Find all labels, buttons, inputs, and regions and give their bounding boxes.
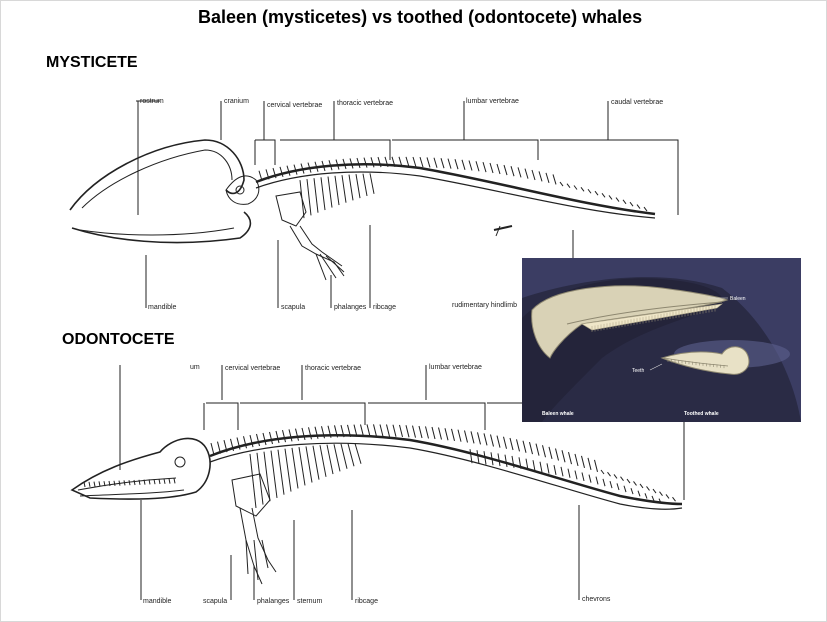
mysticete-skeleton [69,139,656,281]
label-cervical: cervical vertebrae [267,102,322,109]
label-ribcage: ribcage [373,304,396,311]
label-chevrons: chevrons [582,596,611,603]
label-rostrum: rostrum [140,98,164,105]
odontocete-skeleton [70,424,683,585]
label-lumbar: lumbar vertebrae [429,364,482,371]
inset-baleen-whale: Baleen whale [542,411,574,417]
label-scapula: scapula [281,304,305,311]
label-phalanges: phalanges [257,598,290,605]
label-mandible: mandible [148,304,177,311]
label-cervical: cervical vertebrae [225,365,280,372]
inset-toothed-whale: Toothed whale [684,411,719,417]
label-caudal: caudal vertebrae [611,99,663,106]
page-title: Baleen (mysticetes) vs toothed (odontoce… [198,7,643,27]
label-lumbar: lumbar vertebrae [466,98,519,105]
odontocete-heading: ODONTOCETE [58,331,179,349]
inset-baleen-label: Baleen [730,296,746,302]
label-ribcage: ribcage [355,598,378,605]
label-cranium: cranium [224,98,249,105]
label-scapula: scapula [203,598,227,605]
mysticete-heading: MYSTICETE [44,54,140,72]
mysticete-labels: rostrum cranium cervical vertebrae thora… [140,98,663,311]
label-mandible: mandible [143,598,172,605]
label-thoracic: thoracic vertebrae [305,365,361,372]
inset-illustration: Baleen Teeth Baleen whale Toothed whale [522,258,801,422]
mysticete-leader-lines [136,100,679,308]
label-thoracic: thoracic vertebrae [337,100,393,107]
label-sternum: sternum [297,598,322,605]
label-rostrum-partial: um [190,364,200,371]
label-hindlimb: rudimentary hindlimb [452,302,517,309]
inset-teeth-label: Teeth [632,368,644,374]
label-phalanges: phalanges [334,304,367,311]
odontocete-labels: um cervical vertebrae thoracic vertebrae… [143,364,611,605]
